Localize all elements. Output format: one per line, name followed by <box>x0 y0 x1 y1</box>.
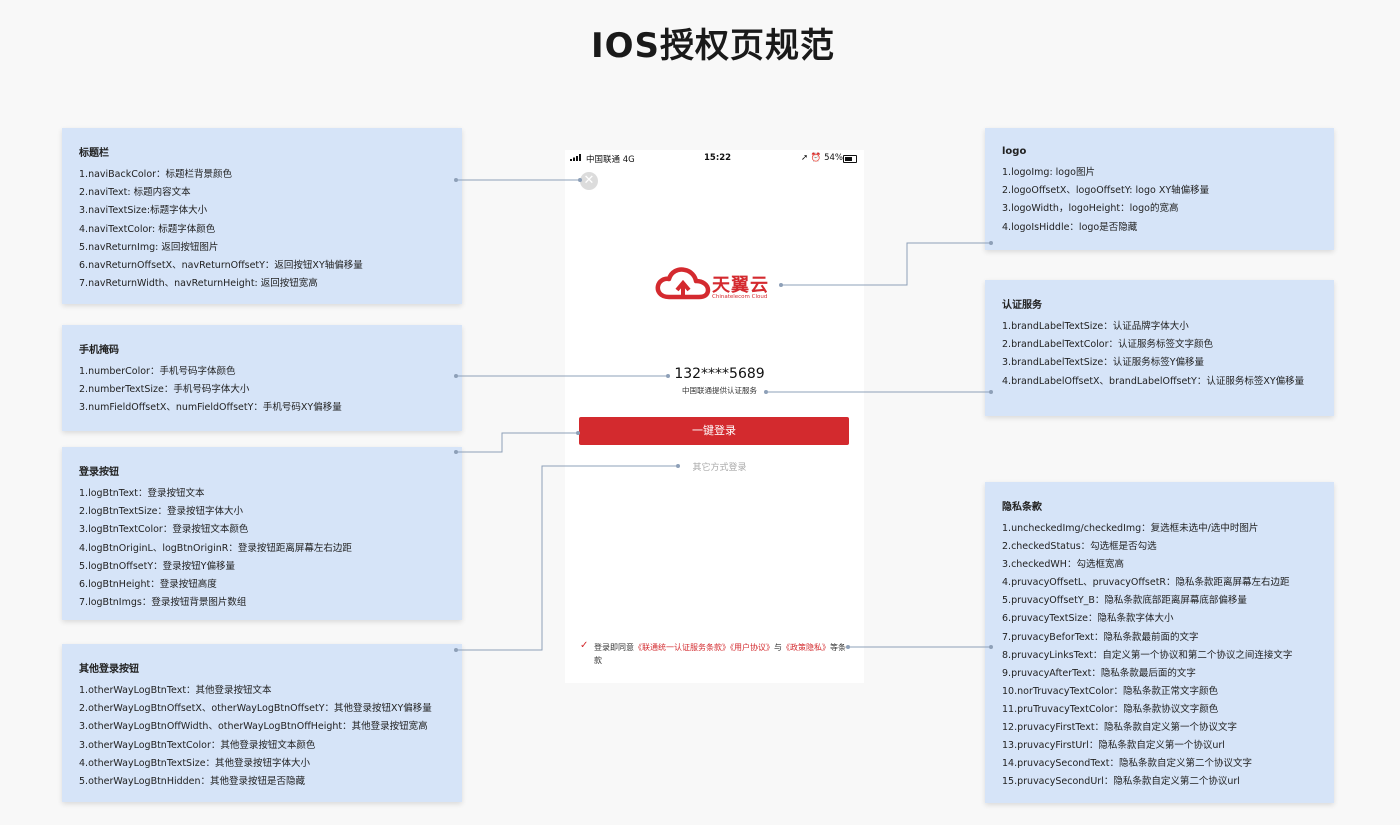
other-way-login-link[interactable]: 其它方式登录 <box>692 463 747 473</box>
brand-line: 4.brandLabelOffsetX、brandLabelOffsetY：认证… <box>1002 375 1305 387</box>
logo-spec-box: logo 1.logoImg: logo图片 2.logoOffsetX、logoO… <box>985 128 1334 250</box>
connector-logo <box>781 242 991 286</box>
number-line: 2.numberTextSize：手机号码字体大小 <box>79 384 250 396</box>
title-bar-line: 7.navReturnWidth、navReturnHeight: 返回按钮宽高 <box>79 278 318 290</box>
login-line: 6.logBtnHeight：登录按钮高度 <box>79 579 217 591</box>
privacy-line: 11.pruTruvacyTextColor：隐私条款协议文字颜色 <box>1002 703 1219 715</box>
logo-subtitle: Chinatelecom Cloud <box>712 294 768 300</box>
title-bar-line: 1.naviBackColor：标题栏背景颜色 <box>79 169 233 180</box>
privacy-line: 3.checkedWH：勾选框宽高 <box>1002 559 1124 571</box>
logo: 天翼云 Chinatelecom Cloud <box>655 266 795 306</box>
privacy-link-3[interactable]: 《政策隐私》 <box>782 643 830 652</box>
other-login-line: 3.otherWayLogBtnTextColor：其他登录按钮文本颜色 <box>79 739 316 751</box>
title-bar-spec-box: 标题栏 1.naviBackColor：标题栏背景颜色 2.naviText: 标题… <box>62 128 462 304</box>
privacy-spec-box: 隐私条款 1.uncheckedImg/checkedImg：复选框未选中/选中时… <box>985 482 1334 803</box>
login-heading: 登录按钮 <box>79 467 119 478</box>
privacy-line: 12.pruvacyFirstText：隐私条款自定义第一个协议文字 <box>1002 722 1238 734</box>
brand-line: 1.brandLabelTextSize：认证品牌字体大小 <box>1002 321 1189 332</box>
title-bar-line: 4.naviTextColor: 标题字体颜色 <box>79 223 216 235</box>
signal-icon <box>570 154 583 164</box>
privacy-line: 6.pruvacyTextSize：隐私条款字体大小 <box>1002 613 1174 625</box>
cloud-logo-icon <box>655 267 711 300</box>
privacy-link-2[interactable]: 《用户协议》 <box>730 643 774 652</box>
privacy-line: 15.pruvacySecondUrl：隐私条款自定义第二个协议url <box>1002 776 1240 788</box>
privacy-line: 13.pruvacyFirstUrl：隐私条款自定义第一个协议url <box>1002 740 1225 752</box>
connector-other <box>456 465 678 651</box>
privacy-before: 登录即同意 <box>594 643 634 652</box>
login-button-spec-box: 登录按钮 1.logBtnText：登录按钮文本 2.logBtnTextSize：… <box>62 447 462 620</box>
privacy-heading: 隐私条款 <box>1002 502 1042 513</box>
privacy-line: 8.pruvacyLinksText：自定义第一个协议和第二个协议之间连接文字 <box>1002 649 1293 661</box>
privacy-line: 14.pruvacySecondText：隐私条款自定义第二个协议文字 <box>1002 758 1253 770</box>
login-line: 3.logBtnTextColor：登录按钮文本颜色 <box>79 524 249 536</box>
privacy-line: 9.pruvacyAfterText：隐私条款最后面的文字 <box>1002 667 1196 679</box>
privacy-line: 5.pruvacyOffsetY_B：隐私条款底部距离屏幕底部偏移量 <box>1002 595 1247 607</box>
privacy-line: 4.pruvacyOffsetL、pruvacyOffsetR：隐私条款距离屏幕… <box>1002 577 1290 589</box>
status-time: 15:22 <box>704 153 732 163</box>
other-login-line: 4.otherWayLogBtnTextSize：其他登录按钮字体大小 <box>79 757 311 769</box>
privacy-link-1[interactable]: 《联通统一认证服务条款》 <box>634 643 730 652</box>
logo-line: 2.logoOffsetX、logoOffsetY: logo XY轴偏移量 <box>1002 185 1210 197</box>
other-login-line: 3.otherWayLogBtnOffWidth、otherWayLogBtnO… <box>79 721 428 733</box>
checkbox-checked-icon[interactable]: ✓ <box>580 640 589 651</box>
title-bar-line: 3.naviTextSize:标题字体大小 <box>79 205 208 217</box>
logo-line: 4.logoIsHiddle：logo是否隐藏 <box>1002 221 1138 233</box>
connector-login <box>456 432 578 453</box>
phone-number: 132****5689 <box>674 366 765 382</box>
logo-name: 天翼云 <box>712 275 769 296</box>
other-login-spec-box: 其他登录按钮 1.otherWayLogBtnText：其他登录按钮文本 2.oth… <box>62 644 462 802</box>
other-login-line: 2.otherWayLogBtnOffsetX、otherWayLogBtnOf… <box>79 703 432 715</box>
login-line: 1.logBtnText：登录按钮文本 <box>79 488 205 499</box>
brand-label: 中国联通提供认证服务 <box>682 386 757 395</box>
logo-heading: logo <box>1002 146 1027 157</box>
brand-spec-box: 认证服务 1.brandLabelTextSize：认证品牌字体大小 2.brand… <box>985 280 1334 416</box>
brand-line: 2.brandLabelTextColor：认证服务标签文字颜色 <box>1002 339 1214 351</box>
login-line: 4.logBtnOriginL、logBtnOriginR：登录按钮距离屏幕左右… <box>79 542 352 554</box>
status-right: ➚ ⏰ 54% <box>801 153 844 163</box>
number-spec-box: 手机掩码 1.numberColor：手机号码字体颜色 2.numberTextSi… <box>62 325 462 431</box>
privacy-connector: 与 <box>774 643 782 652</box>
brand-heading: 认证服务 <box>1002 300 1042 311</box>
title-bar-line: 6.navReturnOffsetX、navReturnOffsetY：返回按钮… <box>79 260 363 272</box>
title-bar-line: 2.naviText: 标题内容文本 <box>79 187 191 199</box>
privacy-text: 登录即同意《联通统一认证服务条款》《用户协议》与《政策隐私》等条款 <box>594 641 850 667</box>
page-title: IOS授权页规范 <box>590 26 836 66</box>
one-click-login-button[interactable]: 一键登录 <box>579 417 849 445</box>
phone-mockup: 中国联通 4G 15:22 ➚ ⏰ 54% ✕ 天翼云 Chinatelecom… <box>565 150 864 683</box>
other-login-line: 5.otherWayLogBtnHidden：其他登录按钮是否隐藏 <box>79 776 306 788</box>
number-heading: 手机掩码 <box>79 345 119 356</box>
privacy-line: 1.uncheckedImg/checkedImg：复选框未选中/选中时图片 <box>1002 523 1259 534</box>
battery-icon <box>843 155 857 163</box>
privacy-after: 等条款 <box>594 643 846 665</box>
number-line: 1.numberColor：手机号码字体颜色 <box>79 366 236 377</box>
status-bar: 中国联通 4G 15:22 ➚ ⏰ 54% <box>565 150 864 168</box>
title-bar-heading: 标题栏 <box>79 148 109 159</box>
other-login-heading: 其他登录按钮 <box>79 664 139 675</box>
carrier-label: 中国联通 4G <box>586 155 635 165</box>
number-line: 3.numFieldOffsetX、numFieldOffsetY：手机号码XY… <box>79 402 342 414</box>
logo-line: 3.logoWidth，logoHeight：logo的宽高 <box>1002 203 1179 215</box>
other-login-line: 1.otherWayLogBtnText：其他登录按钮文本 <box>79 685 272 696</box>
login-line: 2.logBtnTextSize：登录按钮字体大小 <box>79 506 244 518</box>
login-line: 7.logBtnImgs：登录按钮背景图片数组 <box>79 597 247 609</box>
login-line: 5.logBtnOffsetY：登录按钮Y偏移量 <box>79 560 235 572</box>
privacy-line: 10.norTruvacyTextColor：隐私条款正常文字颜色 <box>1002 685 1218 697</box>
privacy-line: 2.checkedStatus：勾选框是否勾选 <box>1002 541 1157 553</box>
brand-line: 3.brandLabelTextSize：认证服务标签Y偏移量 <box>1002 357 1205 369</box>
close-icon[interactable]: ✕ <box>580 172 598 190</box>
logo-line: 1.logoImg: logo图片 <box>1002 167 1095 178</box>
privacy-line: 7.pruvacyBeforText：隐私条款最前面的文字 <box>1002 631 1199 643</box>
title-bar-line: 5.navReturnImg: 返回按钮图片 <box>79 241 219 253</box>
